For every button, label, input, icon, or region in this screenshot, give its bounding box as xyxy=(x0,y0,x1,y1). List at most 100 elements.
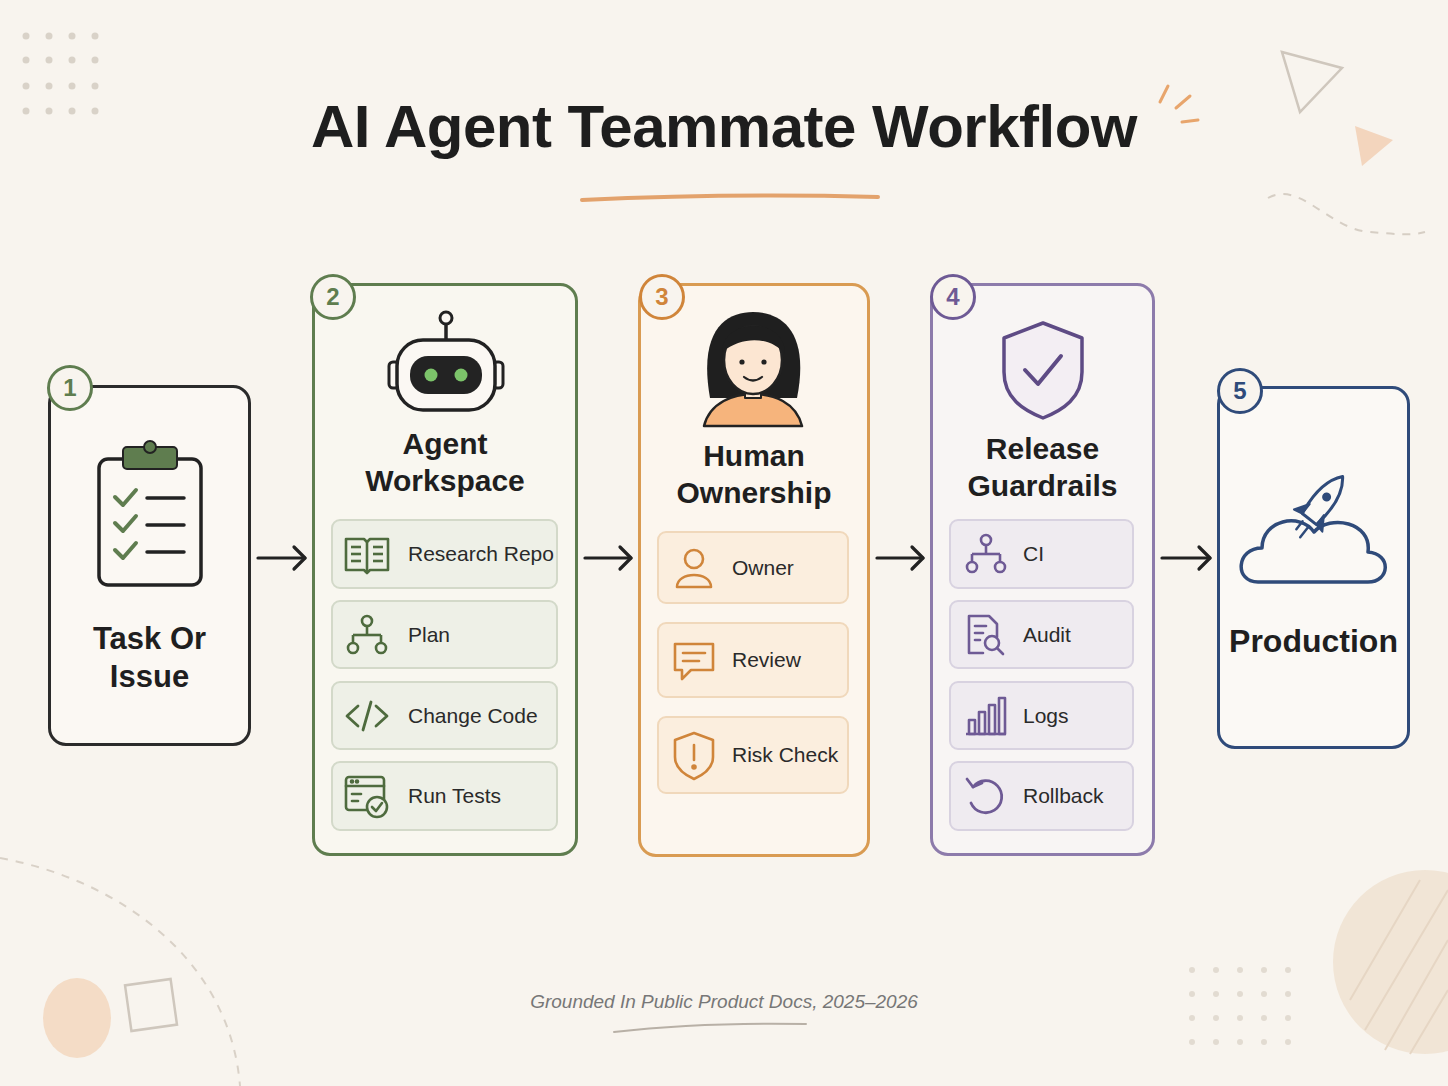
step-item: Rollback xyxy=(949,761,1134,831)
dot-grid xyxy=(1261,991,1267,997)
test-window-icon xyxy=(352,800,358,803)
decor-circle xyxy=(1333,870,1448,1054)
robot-icon xyxy=(397,340,495,410)
person-avatar xyxy=(761,359,766,364)
arrow-line xyxy=(258,556,305,559)
stage-heading: Production xyxy=(1221,622,1406,661)
test-window-icon xyxy=(346,777,384,810)
step-label: Review xyxy=(732,647,801,672)
flow-arrow xyxy=(585,547,631,569)
rocket-cloud-icon xyxy=(1296,521,1302,529)
rocket-cloud-icon xyxy=(1301,470,1351,526)
step-label: Rollback xyxy=(1023,783,1104,808)
stage-heading: Agent Workspace xyxy=(345,426,545,499)
dot-grid xyxy=(1237,1015,1243,1021)
arrow-head xyxy=(294,547,305,569)
dot-grid xyxy=(1189,967,1195,973)
robot-icon xyxy=(444,324,448,342)
step-label: Risk Check xyxy=(732,742,838,767)
flow-arrow xyxy=(1162,547,1210,569)
arrow-head xyxy=(620,547,631,569)
hierarchy-icon xyxy=(380,635,383,643)
clipboard-icon xyxy=(99,459,201,585)
hierarchy-icon xyxy=(348,616,386,653)
rocket-cloud-icon xyxy=(1241,465,1385,582)
rollback-icon xyxy=(967,779,982,787)
rocket-cloud-icon xyxy=(1315,515,1331,532)
dot-grid xyxy=(1237,991,1243,997)
hierarchy-icon xyxy=(352,635,355,643)
book-icon xyxy=(351,553,361,556)
book-icon xyxy=(373,560,383,563)
dot-grid xyxy=(69,83,76,90)
dot-grid xyxy=(1213,967,1219,973)
dot-grid xyxy=(1261,1039,1267,1045)
decor-circle xyxy=(1333,870,1448,1054)
dot-grid xyxy=(92,57,99,64)
flow-arrow xyxy=(877,547,923,569)
audit-icon xyxy=(969,616,1003,654)
book-icon xyxy=(351,560,361,563)
person-avatar xyxy=(739,359,744,364)
title-underline xyxy=(582,196,878,200)
person-icon xyxy=(677,550,711,587)
clipboard-icon xyxy=(147,523,184,527)
dot-grid xyxy=(1189,1015,1195,1021)
rocket-cloud-icon xyxy=(1283,465,1357,545)
diagram-title: AI Agent Teammate Workflow xyxy=(0,92,1448,161)
dot-grid xyxy=(1261,967,1267,973)
dot-grid xyxy=(1285,1015,1291,1021)
test-window-icon xyxy=(372,803,382,811)
decor-shapes xyxy=(125,979,177,1031)
person-avatar xyxy=(704,394,802,426)
callout-number: 2 xyxy=(310,274,356,320)
step-item: Research Repo xyxy=(331,519,558,589)
hierarchy-icon xyxy=(981,535,991,545)
arrow-line xyxy=(1162,556,1210,559)
hierarchy-icon xyxy=(353,634,381,637)
dot-grid xyxy=(1213,1039,1219,1045)
warning-shield-icon xyxy=(675,733,713,779)
audit-icon xyxy=(985,636,999,650)
code-icon xyxy=(347,702,387,730)
dot-grid xyxy=(23,83,30,90)
hierarchy-icon xyxy=(999,554,1002,562)
chat-icon xyxy=(675,644,713,679)
dot-grid xyxy=(23,33,30,40)
clipboard-icon xyxy=(115,516,136,531)
dot-grid xyxy=(69,108,76,115)
step-item: Logs xyxy=(949,681,1134,750)
dot-grid xyxy=(1189,991,1195,997)
code-icon xyxy=(347,706,358,726)
stage-box: Production xyxy=(1217,386,1410,749)
dot-grid xyxy=(1189,967,1291,1045)
robot-icon xyxy=(389,362,399,388)
callout-number: 5 xyxy=(1217,368,1263,414)
step-item: Risk Check xyxy=(657,716,849,794)
person-avatar xyxy=(704,312,802,426)
step-item: Plan xyxy=(331,600,558,669)
book-icon xyxy=(351,546,361,549)
book-icon xyxy=(346,539,388,573)
clipboard-icon xyxy=(115,543,136,558)
decor-shapes xyxy=(1268,194,1425,234)
hierarchy-icon xyxy=(971,554,974,562)
decor-circle xyxy=(1350,880,1448,1054)
dot-grid xyxy=(46,33,53,40)
callout-number: 1 xyxy=(47,365,93,411)
robot-icon xyxy=(455,369,468,382)
bar-chart-icon xyxy=(979,712,985,734)
dot-grid xyxy=(1237,1039,1243,1045)
warning-shield-icon xyxy=(693,766,696,769)
callout-number: 3 xyxy=(639,274,685,320)
step-label: Research Repo xyxy=(408,541,554,566)
rocket-cloud-icon xyxy=(1241,521,1385,582)
dot-grid xyxy=(23,33,99,115)
decor-shapes xyxy=(43,978,111,1058)
dot-grid xyxy=(23,57,30,64)
dot-grid xyxy=(1285,1039,1291,1045)
chat-icon xyxy=(683,652,705,655)
audit-icon xyxy=(997,648,1003,654)
arrow-line xyxy=(877,556,923,559)
hierarchy-icon xyxy=(362,616,372,626)
